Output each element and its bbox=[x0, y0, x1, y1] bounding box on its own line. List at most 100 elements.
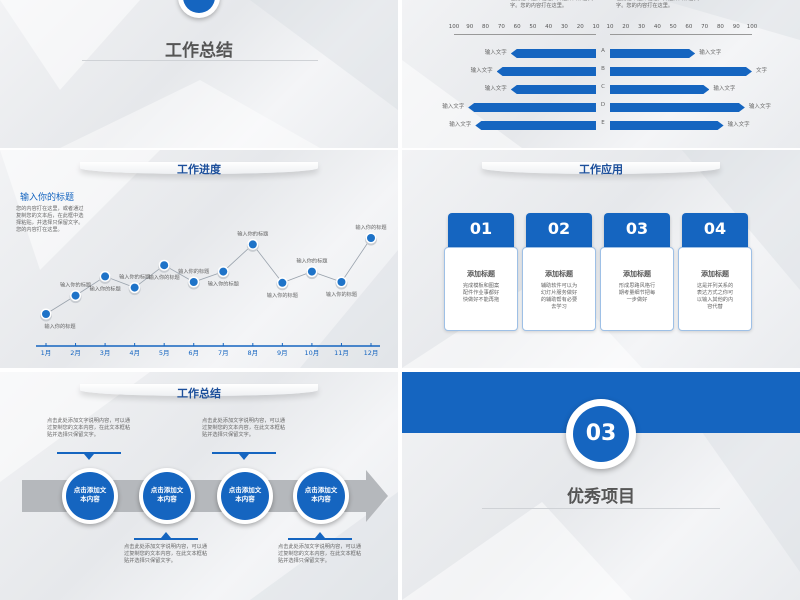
card-number: 01 bbox=[469, 219, 493, 238]
axis-right-tick: 30 bbox=[638, 24, 646, 30]
process-circle-text: 点击添加文本内容 bbox=[73, 486, 107, 503]
bottom-note: 点击此处添加文字说明内容，可以通过复制您的文本内容，在此文本框粘贴并选择只保留文… bbox=[124, 544, 208, 564]
process-circle-text: 点击添加文本内容 bbox=[150, 486, 184, 503]
point-label: 输入你的标题 bbox=[355, 223, 386, 231]
card-body bbox=[678, 247, 752, 331]
card-number: 02 bbox=[547, 219, 571, 238]
top-note: 点击此处添加文字说明内容，可以通过复制您的文本内容，在此文本框粘贴并选择只保留文… bbox=[47, 418, 131, 438]
bar-right-label: 输入文字 bbox=[727, 122, 750, 128]
header-ribbon bbox=[80, 384, 318, 396]
card-body bbox=[444, 247, 518, 331]
axis-right-tick: 70 bbox=[701, 24, 709, 30]
card-tab bbox=[526, 213, 592, 253]
axis-left-tick: 30 bbox=[560, 24, 568, 30]
note-bar bbox=[134, 538, 198, 540]
data-point bbox=[71, 291, 80, 300]
row-letter: B bbox=[601, 66, 605, 72]
point-label: 输入你的标题 bbox=[149, 273, 180, 281]
data-point bbox=[219, 267, 228, 276]
data-point bbox=[278, 278, 287, 287]
bottom-note: 点击此处添加文字说明内容，可以通过复制您的文本内容，在此文本框粘贴并选择只保留文… bbox=[278, 544, 362, 564]
note-pointer bbox=[161, 532, 171, 538]
low-poly-background bbox=[0, 372, 398, 600]
axis-right-tick: 80 bbox=[716, 24, 724, 30]
card-text: 形成思路风格行期考量细节把每一步做好 bbox=[618, 283, 656, 303]
axis-left-line bbox=[454, 34, 596, 35]
bar-left bbox=[510, 49, 596, 58]
intro-text-left: 在此框中选择粘贴，并选择只保留文字。您的内容打在这里。 bbox=[510, 0, 593, 9]
bar-left bbox=[496, 67, 596, 76]
slide-header: 工作应用 bbox=[579, 163, 623, 176]
month-label: 2月 bbox=[70, 349, 81, 357]
card-text: 这是并列关系的表达方式之你可以输入其他的内容代替 bbox=[696, 283, 734, 310]
month-label: 10月 bbox=[305, 349, 320, 357]
slide-header: 工作进度 bbox=[177, 163, 221, 176]
bar-right bbox=[610, 121, 724, 130]
axis-left-tick: 10 bbox=[592, 24, 600, 30]
card-text: 辅助软件可以为幻灯片服务做好的辅助帮有必要去学习 bbox=[540, 283, 578, 310]
slide-work-summary-process[interactable]: 工作总结 点击添加文本内容点击添加文本内容点击添加文本内容点击添加文本内容点击此… bbox=[0, 372, 398, 600]
process-circle[interactable] bbox=[143, 472, 191, 520]
application-card[interactable]: 01 添加标题完成模板和图案配件作业事都好快做好不能再拖 bbox=[444, 213, 518, 331]
axis-right-tick: 60 bbox=[685, 24, 693, 30]
data-point bbox=[189, 278, 198, 286]
axis-left-tick: 40 bbox=[545, 24, 553, 30]
axis-left-tick: 100 bbox=[448, 24, 460, 30]
card-text: 完成模板和图案配件作业事都好快做好不能再拖 bbox=[462, 283, 500, 303]
row-letter: E bbox=[601, 120, 605, 126]
bar-right-label: 文字 bbox=[756, 68, 768, 74]
section-number-circle-inner bbox=[183, 0, 215, 13]
process-circle-text: 点击添加文本内容 bbox=[228, 486, 262, 503]
top-note: 点击此处添加文字说明内容，可以通过复制您的文本内容，在此文本框粘贴并选择只保留文… bbox=[202, 418, 286, 438]
bar-right bbox=[610, 85, 709, 94]
low-poly-background bbox=[0, 150, 398, 368]
card-tab bbox=[682, 213, 748, 253]
slide-section-03[interactable]: 03 优秀项目 bbox=[402, 372, 800, 600]
bar-right-label: 输入文字 bbox=[699, 50, 722, 56]
bar-left-label: 输入文字 bbox=[470, 68, 493, 74]
axis-right-tick: 90 bbox=[732, 24, 740, 30]
axis-right-tick: 100 bbox=[746, 24, 758, 30]
header-ribbon bbox=[80, 162, 318, 174]
slide-work-progress[interactable]: 工作进度 输入你的标题 您的内容打在这里，或者通过复制您的文本后，在此框中选择粘… bbox=[0, 150, 398, 368]
row-letter: C bbox=[601, 84, 605, 90]
row-letter: D bbox=[600, 102, 606, 108]
header-ribbon bbox=[482, 162, 720, 174]
point-label: 输入你的标题 bbox=[60, 281, 91, 289]
month-label: 4月 bbox=[129, 349, 140, 357]
point-label: 输入你的标题 bbox=[326, 290, 357, 298]
bar-left bbox=[475, 121, 596, 130]
bar-left-label: 输入文字 bbox=[442, 104, 465, 110]
note-bar bbox=[57, 452, 121, 454]
bar-right bbox=[610, 103, 745, 112]
card-title: 添加标题 bbox=[467, 270, 495, 278]
process-circle[interactable] bbox=[66, 472, 114, 520]
process-circle[interactable] bbox=[297, 472, 345, 520]
note-pointer bbox=[84, 454, 94, 460]
slide-comparison-bars[interactable]: 在此框中选择粘贴，并选择只保留文字。您的内容打在这里。 在此框中选择粘贴，并选择… bbox=[402, 0, 800, 148]
point-label: 输入你的标题 bbox=[90, 284, 121, 292]
axis-left-tick: 20 bbox=[576, 24, 584, 30]
intro-text-right: 在此框中选择粘贴，并选择只保留文字。您的内容打在这里。 bbox=[616, 0, 699, 9]
card-tab bbox=[604, 213, 670, 253]
chart-subtitle: 输入你的标题 bbox=[20, 193, 75, 203]
note-pointer bbox=[239, 454, 249, 460]
title-underline bbox=[482, 508, 720, 509]
process-circle[interactable] bbox=[221, 472, 269, 520]
slide-title: 工作总结 bbox=[165, 41, 233, 61]
slide-work-summary-title[interactable]: 工作总结 bbox=[0, 0, 398, 148]
point-label: 输入你的标题 bbox=[119, 273, 150, 281]
month-label: 11月 bbox=[334, 349, 349, 357]
chart-description: 您的内容打在这里，或者通过复制您的文本后，在此框中选择粘贴，并选择只保留文字。您… bbox=[16, 206, 84, 233]
comparison-row: 输入文字 B 文字 bbox=[402, 65, 800, 77]
axis-left bbox=[450, 24, 600, 36]
month-label: 12月 bbox=[364, 349, 379, 357]
card-body bbox=[522, 247, 596, 331]
